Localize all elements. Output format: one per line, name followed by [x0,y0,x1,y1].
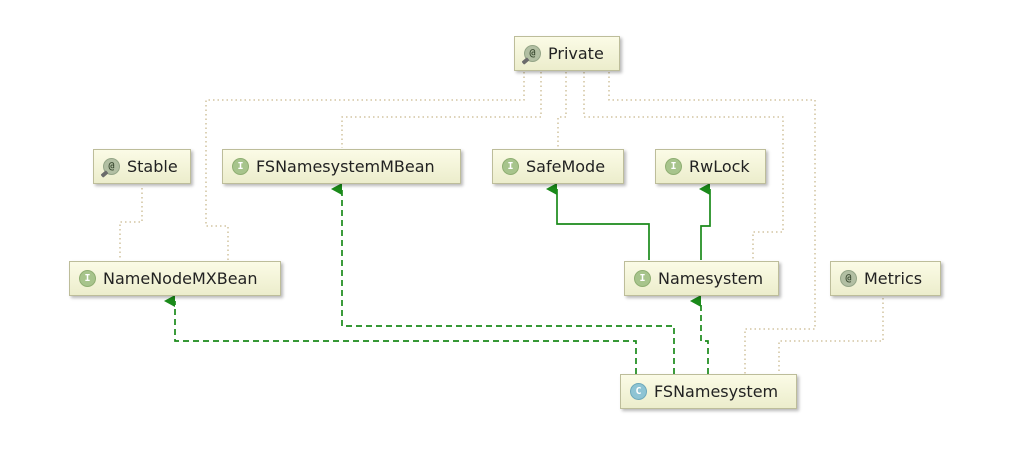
edge-fsnamesys-namesystem [690,295,709,374]
node-namesystem[interactable]: I Namesystem [624,261,779,296]
node-label: FSNamesystem [654,382,779,401]
node-private[interactable]: @ Private [514,36,620,71]
node-fsnamesystem-mbean[interactable]: I FSNamesystemMBean [222,149,461,184]
edge-namesystem-safemode [546,183,650,260]
edge-stable-nnmxbean [119,188,143,260]
node-label: Private [548,44,604,63]
interface-icon: I [502,158,519,175]
annotation-icon: @ [524,45,541,62]
node-safemode[interactable]: I SafeMode [492,149,624,184]
node-label: SafeMode [526,157,606,176]
node-label: NameNodeMXBean [103,269,258,288]
edge-private-safemode [557,72,567,148]
node-rwlock[interactable]: I RwLock [655,149,766,184]
node-label: FSNamesystemMBean [256,157,435,176]
inheritance-edges [164,183,711,374]
annotation-icon: @ [840,270,857,287]
node-label: RwLock [689,157,750,176]
edge-namesystem-rwlock [699,183,711,260]
edge-metrics-fsnamesys [778,298,884,374]
class-icon: C [630,383,647,400]
edge-fsnamesys-nnmxbean [164,295,637,374]
node-metrics[interactable]: @ Metrics [830,261,941,296]
node-label: Stable [127,157,178,176]
interface-icon: I [232,158,249,175]
node-label: Namesystem [658,269,764,288]
interface-icon: I [665,158,682,175]
node-label: Metrics [864,269,923,288]
interface-icon: I [79,270,96,287]
node-namenode-mxbean[interactable]: I NameNodeMXBean [69,261,281,296]
edge-private-fsmbean [341,72,542,148]
edge-private-fsnamesys [608,72,816,374]
edge-fsnamesys-fsmbean [331,183,675,374]
edge-private-namesystem [583,72,784,260]
interface-icon: I [634,270,651,287]
annotation-edges [119,72,884,374]
annotation-icon: @ [103,158,120,175]
node-stable[interactable]: @ Stable [93,149,191,184]
edge-private-nnmxbean [205,72,525,260]
node-fsnamesystem[interactable]: C FSNamesystem [620,374,797,409]
